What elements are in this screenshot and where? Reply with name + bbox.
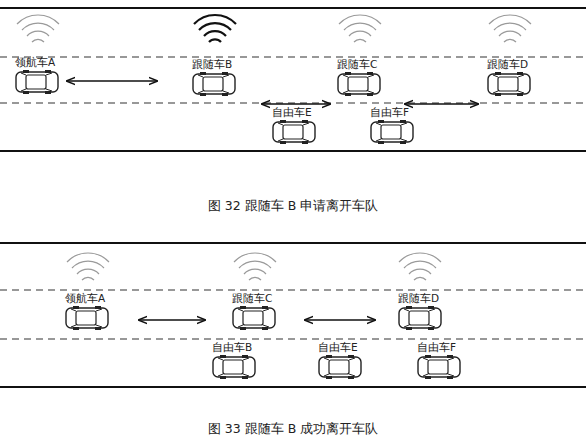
vehicle-node: 跟随车D [487,58,537,96]
signal-icon [339,15,381,42]
road-edge [0,386,586,388]
link-arrow [305,319,375,320]
vehicle-label: 跟随车C [232,292,282,304]
car-icon [487,72,531,96]
link-arrow [262,103,330,104]
link-arrow [405,103,478,104]
car-icon [337,72,381,96]
vehicle-node: 自由车E [272,106,322,144]
vehicle-node: 跟随车D [398,292,448,330]
vehicle-node: 领航车A [15,56,65,94]
car-icon [272,120,316,144]
car-icon [398,306,442,330]
lane-line [0,289,586,290]
vehicle-node: 自由车F [370,106,420,144]
vehicle-label: 领航车A [65,292,115,304]
vehicle-label: 跟随车D [487,58,537,70]
vehicle-label: 跟随车B [192,58,242,70]
vehicle-node: 跟随车C [232,292,282,330]
vehicle-label: 跟随车C [337,58,387,70]
figure-caption: 图 32 跟随车 B 申请离开车队 [0,198,586,214]
vehicle-node: 领航车A [65,292,115,330]
vehicle-label: 自由车E [272,106,322,118]
signal-icon [489,15,531,42]
car-icon [212,355,256,379]
road-edge [0,242,586,244]
vehicle-label: 自由车F [370,106,420,118]
link-arrow [139,319,205,320]
vehicle-node: 自由车F [417,341,467,379]
vehicle-node: 跟随车C [337,58,387,96]
vehicle-label: 领航车A [15,56,65,68]
vehicle-node: 自由车B [212,341,262,379]
car-icon [318,355,362,379]
signal-icon [234,253,276,280]
vehicle-node: 自由车E [318,341,368,379]
vehicle-label: 自由车F [417,341,467,353]
road-edge [0,7,586,9]
car-icon [370,120,414,144]
signal-icon-active [194,15,236,42]
link-arrow [67,80,157,81]
car-icon [417,355,461,379]
signal-icon [399,253,441,280]
signal-icon [67,253,109,280]
figure-caption: 图 33 跟随车 B 成功离开车队 [0,421,586,437]
vehicle-label: 自由车B [212,341,262,353]
signal-icon [17,15,59,42]
lane-line [0,338,586,339]
vehicle-label: 跟随车D [398,292,448,304]
vehicle-label: 自由车E [318,341,368,353]
car-icon [232,306,276,330]
car-icon [192,72,236,96]
car-icon [65,306,109,330]
lane-line [0,56,586,57]
car-icon [15,70,59,94]
lane-line [0,102,586,103]
road-edge [0,150,586,152]
vehicle-node: 跟随车B [192,58,242,96]
